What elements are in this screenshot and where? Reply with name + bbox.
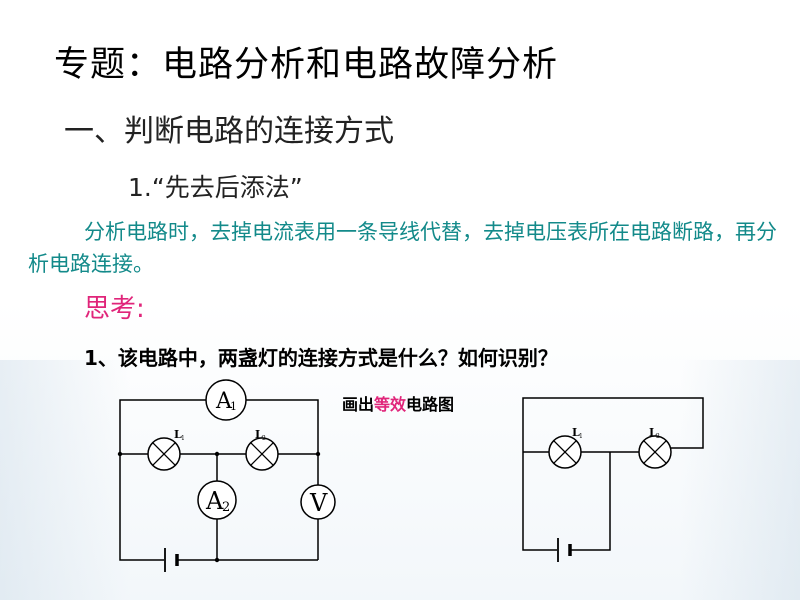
slide-title: 专题：电路分析和电路故障分析: [54, 45, 559, 85]
wire-top: [522, 397, 704, 452]
lamp-l2-label: L: [649, 426, 657, 439]
method-heading: 1.“先去后添法”: [128, 173, 303, 202]
wire-right-down: [571, 452, 611, 551]
original-circuit-diagram: A 1 L 1 L 2 A 2 V: [117, 379, 336, 572]
question-text: 1、该电路中，两盏灯的连接方式是什么？如何识别？: [84, 346, 558, 370]
lamp-l2: [245, 437, 279, 471]
ammeter-a1-letter: A: [215, 389, 233, 414]
ammeter-a2-subscript: 2: [222, 500, 230, 515]
section-heading: 一、判断电路的连接方式: [64, 114, 394, 149]
caption-suffix: 电路图: [406, 395, 455, 414]
lamp-l2-subscript: 2: [262, 435, 266, 442]
lamp-l1-label: L: [572, 426, 580, 439]
junction-dot: [315, 451, 321, 457]
junction-dot: [214, 451, 220, 457]
wire-left-down: [522, 452, 557, 551]
lamp-l1-subscript: 1: [181, 435, 185, 442]
ammeter-a2: A 2: [197, 480, 237, 520]
lamp-l1-subscript: 1: [579, 433, 583, 440]
caption-prefix: 画出: [342, 395, 375, 414]
wire-left-down: [119, 454, 164, 561]
think-label: 思考:: [84, 294, 145, 324]
equivalent-circuit-caption: 画出等效电路图: [342, 391, 454, 415]
lamp-l1-label: L: [174, 428, 182, 441]
ammeter-a2-letter: A: [205, 487, 224, 515]
ammeter-a1-subscript: 1: [230, 400, 237, 413]
lamp-l2-subscript: 2: [656, 433, 660, 440]
ammeter-a1: A 1: [205, 379, 247, 421]
lamp-l1: [548, 435, 582, 469]
battery-symbol: [557, 538, 572, 562]
battery-symbol: [164, 548, 179, 572]
caption-highlight: 等效: [374, 395, 407, 414]
lamp-l2-label: L: [255, 428, 263, 441]
wire-top: [119, 399, 206, 454]
equivalent-circuit-diagram: L 1 L 2: [522, 397, 704, 562]
lamp-l2: [638, 435, 672, 469]
wire-top-right: [246, 399, 319, 454]
voltmeter-letter: V: [309, 489, 328, 517]
voltmeter: V: [300, 484, 336, 520]
junction-dot: [117, 451, 123, 457]
method-description: 分析电路时，去掉电流表用一条导线代替，去掉电压表所在电路断路，再分析电路连接。: [28, 220, 777, 276]
lamp-l1: [147, 437, 181, 471]
junction-dot: [214, 557, 220, 563]
